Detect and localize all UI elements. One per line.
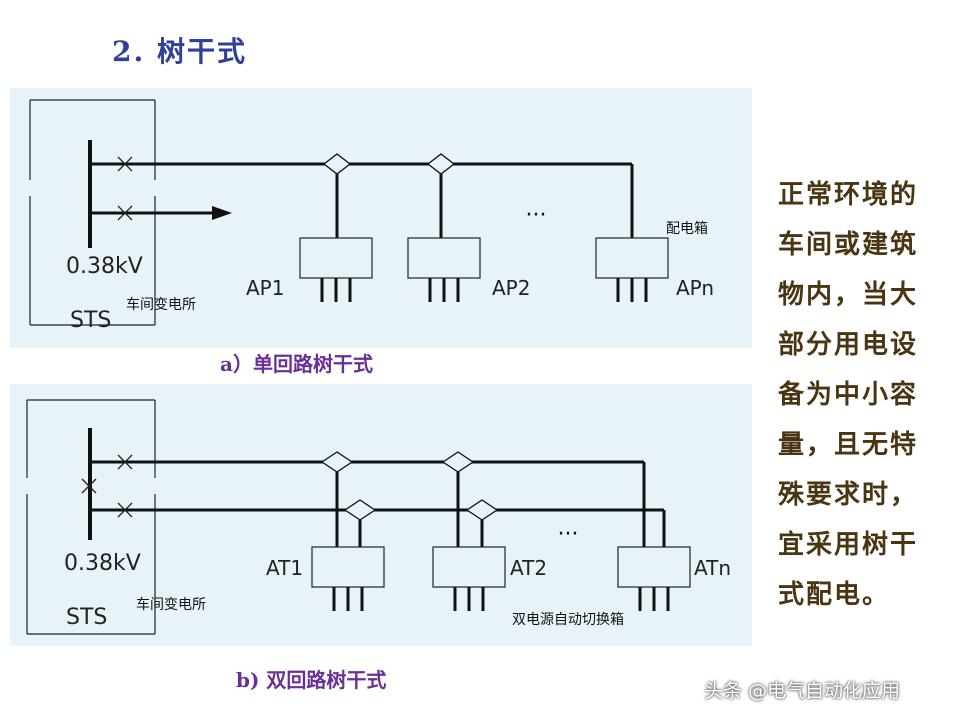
watermark: 头条 @电气自动化应用 bbox=[704, 680, 901, 702]
box-desc-a: 配电箱 bbox=[666, 221, 708, 237]
voltage-label-b: 0.38kV bbox=[64, 551, 141, 576]
diagram-b-panel bbox=[10, 384, 752, 646]
sidebar-description: 正常环境的 车间或建筑 物内，当大 部分用电设 备为中小容 量，且无特 殊要求时… bbox=[778, 180, 919, 610]
box-label-atn: ATn bbox=[694, 556, 731, 580]
transfer-boxes-b bbox=[311, 546, 691, 588]
voltage-label-a: 0.38kV bbox=[66, 254, 143, 279]
substation-desc-a: 车间变电所 bbox=[126, 296, 196, 313]
trunk-lines-b bbox=[90, 460, 666, 547]
ellipsis-a: ··· bbox=[526, 203, 547, 228]
breaker-crosses-a bbox=[117, 156, 133, 221]
sts-label-a: STS bbox=[70, 308, 111, 333]
substation-box-b bbox=[26, 399, 156, 635]
ellipsis-b: ··· bbox=[558, 522, 579, 547]
page-title: 2. 树干式 bbox=[112, 35, 247, 68]
outgoing-legs-a bbox=[320, 278, 648, 302]
breaker-crosses-b bbox=[117, 454, 133, 518]
substation-box-a bbox=[29, 99, 156, 326]
outgoing-legs-b bbox=[332, 587, 670, 611]
substation-desc-b: 车间变电所 bbox=[136, 596, 206, 613]
box-desc-b: 双电源自动切换箱 bbox=[512, 611, 624, 628]
diagram-a-panel bbox=[10, 88, 752, 348]
box-label-ap2: AP2 bbox=[492, 276, 530, 300]
caption-a: a）单回路树干式 bbox=[220, 352, 373, 376]
caption-b: b) 双回路树干式 bbox=[236, 668, 387, 692]
distribution-boxes-a bbox=[299, 237, 669, 279]
box-label-at1: AT1 bbox=[266, 556, 303, 580]
taps-b bbox=[320, 451, 499, 547]
bus-tie-cross-b bbox=[81, 478, 97, 494]
sts-label-b: STS bbox=[66, 605, 107, 630]
box-label-ap1: AP1 bbox=[246, 276, 284, 300]
box-label-apn: APn bbox=[676, 276, 714, 300]
taps-a bbox=[322, 153, 456, 238]
arrow-head-a bbox=[212, 206, 232, 220]
box-label-at2: AT2 bbox=[510, 556, 547, 580]
trunk-line-a bbox=[90, 162, 634, 238]
